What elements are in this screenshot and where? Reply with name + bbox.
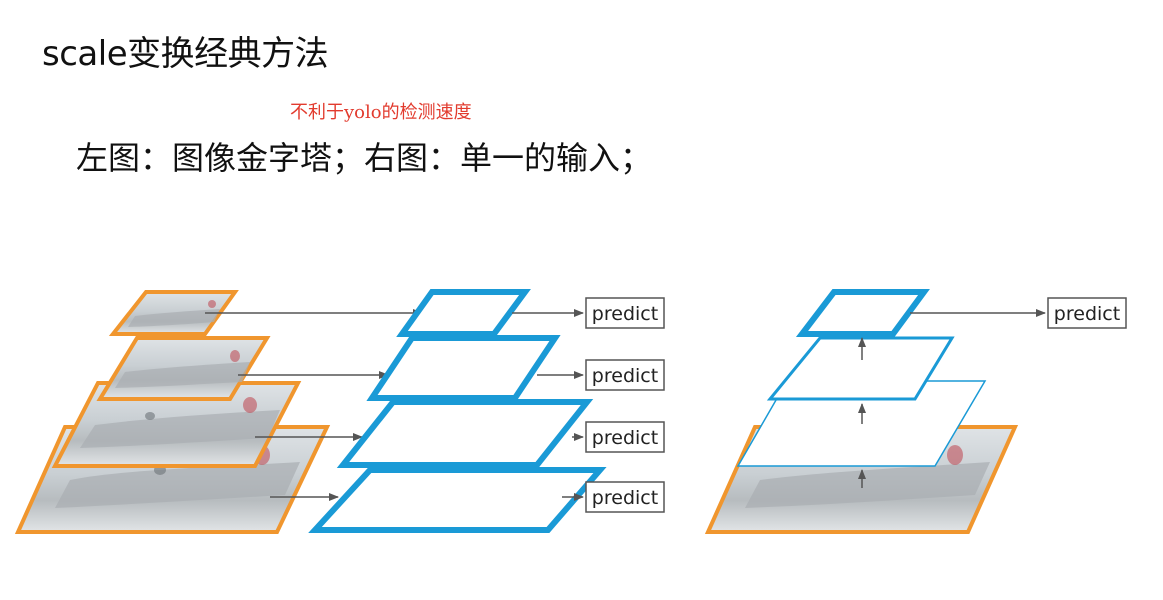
feature-pyramid-left bbox=[315, 292, 600, 530]
feature-map-2 bbox=[372, 338, 555, 398]
predict-box-left-1: predict bbox=[586, 298, 664, 328]
svg-text:predict: predict bbox=[592, 303, 658, 325]
svg-text:predict: predict bbox=[1054, 303, 1120, 325]
right-feature-map-1 bbox=[802, 292, 924, 334]
svg-text:predict: predict bbox=[592, 365, 658, 387]
feature-map-3 bbox=[343, 402, 587, 465]
feature-pyramid-right bbox=[738, 292, 985, 466]
image-pyramid bbox=[18, 292, 327, 532]
predict-box-right: predict bbox=[1048, 298, 1126, 328]
predict-box-left-4: predict bbox=[586, 482, 664, 512]
feature-map-1 bbox=[402, 292, 525, 334]
feature-map-4 bbox=[315, 470, 600, 530]
svg-text:predict: predict bbox=[592, 487, 658, 509]
svg-text:predict: predict bbox=[592, 427, 658, 449]
predict-box-left-2: predict bbox=[586, 360, 664, 390]
predict-box-left-3: predict bbox=[586, 422, 664, 452]
